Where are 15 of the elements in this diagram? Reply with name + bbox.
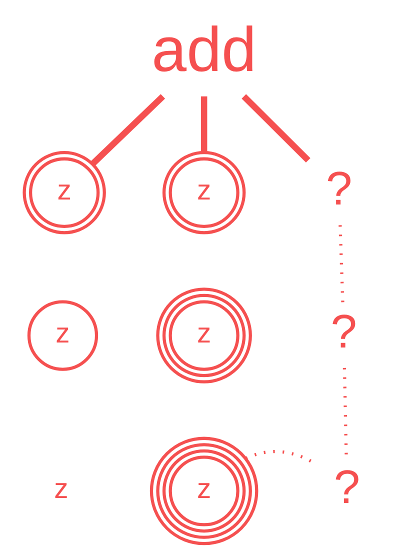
node-text: ? <box>326 161 352 214</box>
connector <box>90 94 165 166</box>
node-circle: z <box>26 300 98 371</box>
connector <box>244 450 314 464</box>
node-text: z <box>54 472 68 504</box>
node-text: ? <box>330 304 356 358</box>
node-circle: z <box>162 151 246 234</box>
node-circle: z <box>156 288 252 384</box>
connector <box>241 94 310 163</box>
node-circle: z <box>149 436 258 546</box>
node-circle: z <box>22 151 106 234</box>
connector <box>200 96 207 152</box>
node-text: ? <box>333 460 360 513</box>
node-text: add <box>151 14 256 85</box>
connector <box>338 225 344 304</box>
